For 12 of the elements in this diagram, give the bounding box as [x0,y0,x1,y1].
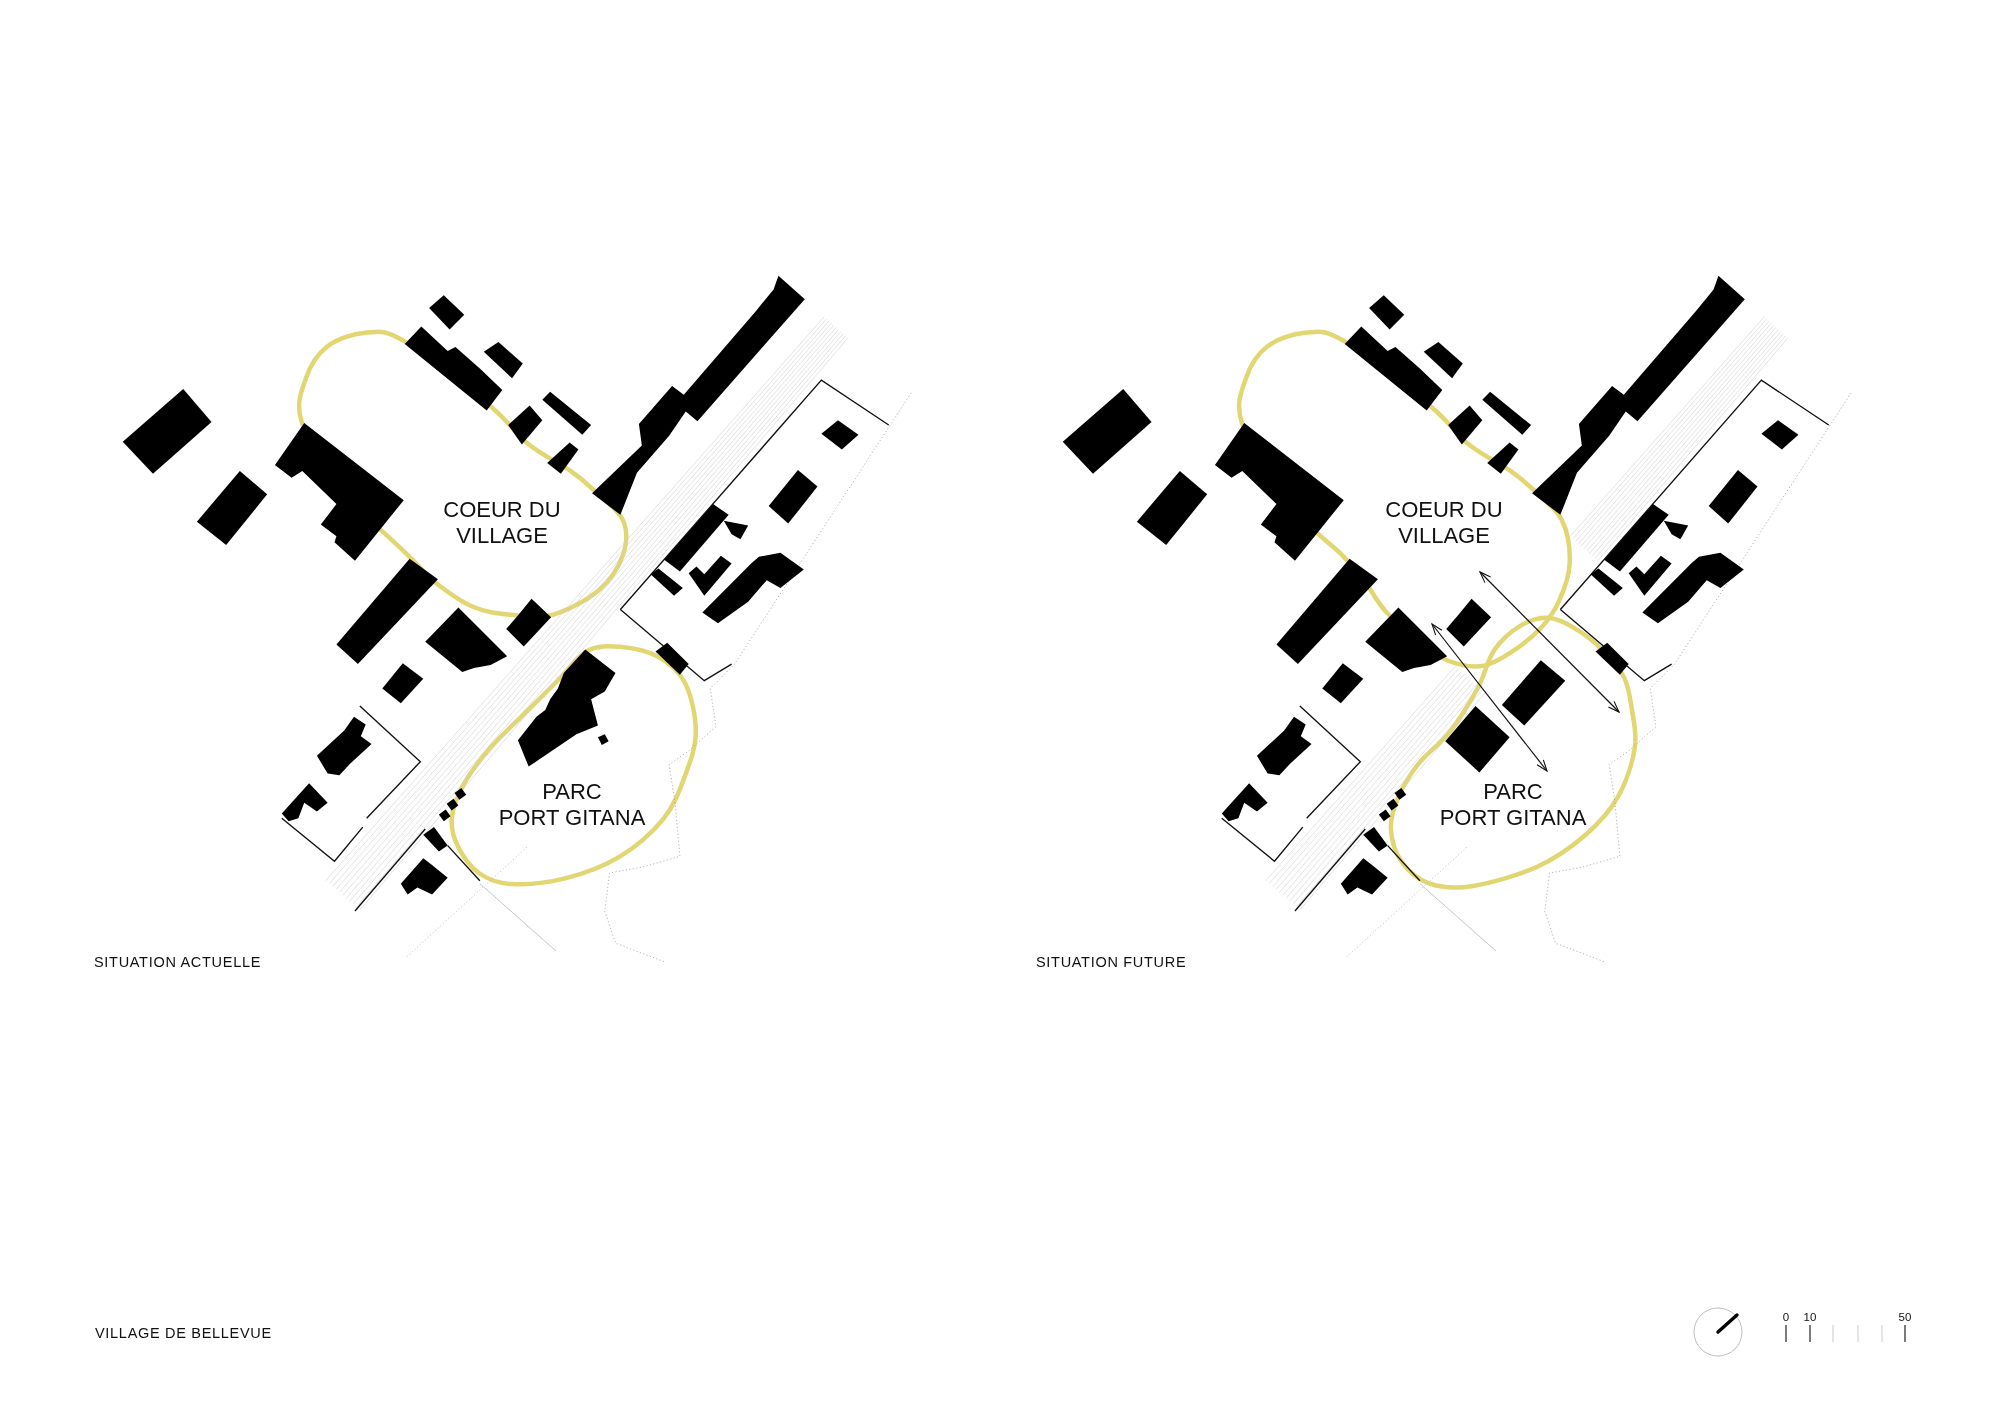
map-caption: SITUATION ACTUELLE [94,953,262,971]
scale-number: 50 [1898,1311,1912,1324]
zone-label: PARC PORT GITANA [498,779,646,831]
scale-number: 10 [1803,1311,1817,1324]
scale-number: 0 [1782,1311,1790,1324]
double-arrow [1431,623,1548,772]
zone-label: PARC PORT GITANA [1439,779,1587,831]
map-caption: SITUATION FUTURE [1036,953,1187,971]
zone-label: COEUR DU VILLAGE [1385,497,1503,549]
zone-label: COEUR DU VILLAGE [443,497,561,549]
sheet-title: VILLAGE DE BELLEVUE [95,1324,272,1342]
double-arrow [1479,571,1620,713]
